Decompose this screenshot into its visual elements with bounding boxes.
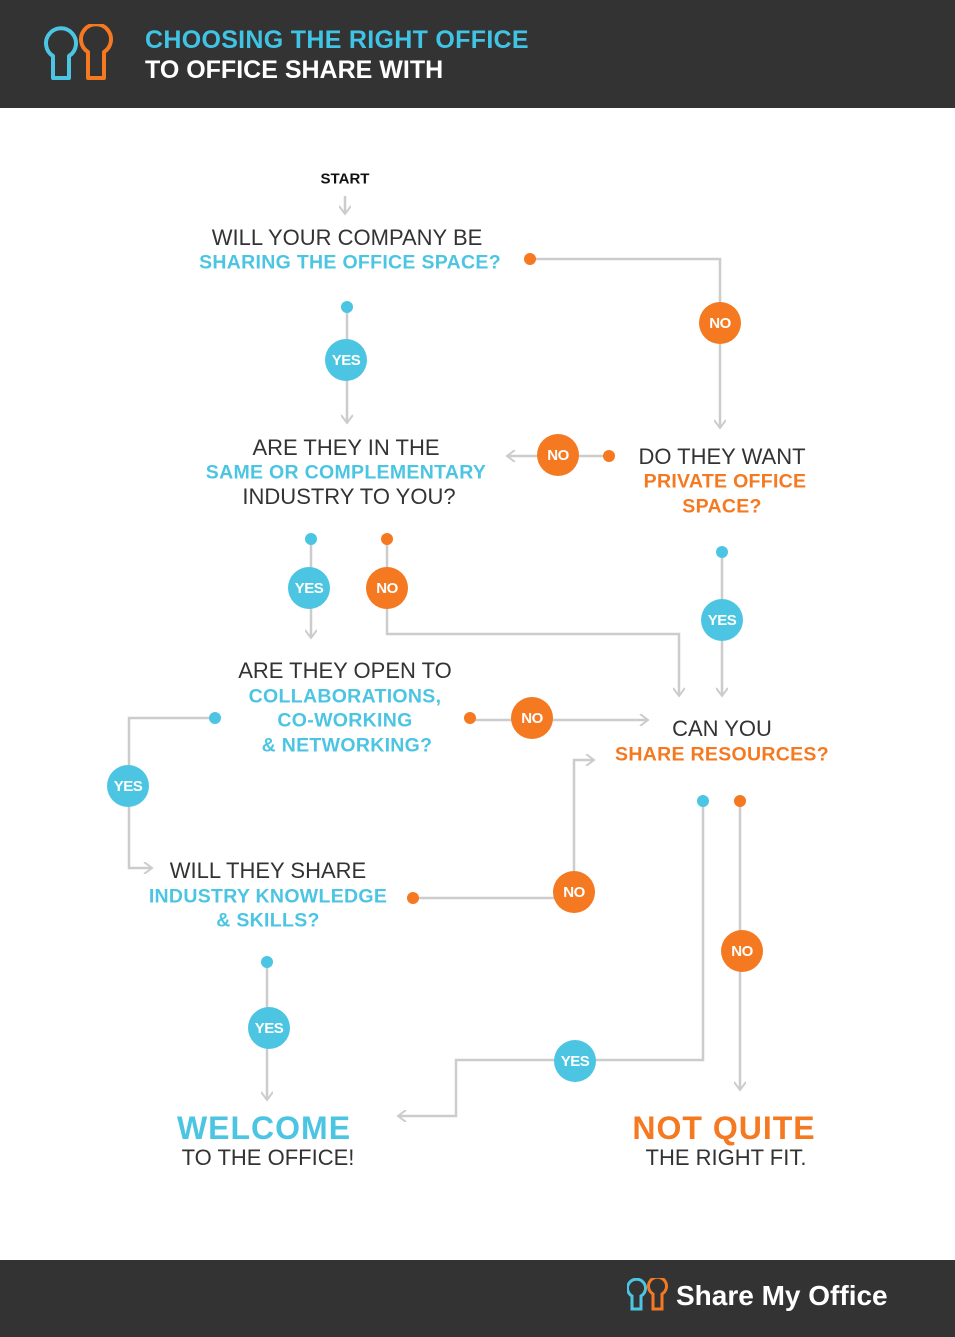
q4-line1: ARE THEY OPEN TO [238, 658, 452, 683]
q6-line1: CAN YOU [672, 716, 772, 741]
not-quite-subtext: THE RIGHT FIT. [645, 1145, 807, 1170]
title-line-1: CHOOSING THE RIGHT OFFICE [145, 26, 529, 54]
no-badge: NO [511, 697, 553, 739]
q1-line1: WILL YOUR COMPANY BE [211, 225, 483, 250]
no-badge: NO [721, 930, 763, 972]
q5-no-line [413, 760, 594, 900]
yes-badge: YES [248, 1007, 290, 1049]
not-quite-heading: NOT QUITE [632, 1110, 816, 1146]
q4-line4: & NETWORKING? [261, 734, 433, 757]
q1-line2: SHARING THE OFFICE SPACE? [199, 251, 501, 274]
yes-badge: YES [288, 567, 330, 609]
q4-line3: CO-WORKING [277, 709, 413, 732]
q1-no-line [530, 257, 720, 428]
yes-badge: YES [325, 339, 367, 381]
keyhole-logo-icon [627, 1278, 668, 1311]
title-line-2: TO OFFICE SHARE WITH [145, 56, 444, 84]
q3-line3: SPACE? [682, 495, 762, 518]
q2-line3: INDUSTRY TO YOU? [242, 484, 456, 509]
welcome-heading: WELCOME [176, 1110, 352, 1146]
no-badge: NO [553, 871, 595, 913]
no-badge: NO [699, 302, 741, 344]
footer-bar [0, 1260, 955, 1337]
start-label: START [320, 170, 370, 188]
q6-yes-line [398, 801, 705, 1116]
q6-line2: SHARE RESOURCES? [615, 743, 829, 766]
yes-badge: YES [701, 599, 743, 641]
q5-line3: & SKILLS? [216, 909, 320, 932]
yes-badge: YES [107, 765, 149, 807]
yes-badge: YES [554, 1040, 596, 1082]
no-badge: NO [537, 434, 579, 476]
q2-line2: SAME OR COMPLEMENTARY [205, 461, 487, 484]
q4-line2: COLLABORATIONS, [248, 685, 442, 708]
q3-line2: PRIVATE OFFICE [643, 470, 807, 493]
welcome-subtext: TO THE OFFICE! [181, 1145, 355, 1170]
keyhole-logo-icon [44, 24, 113, 80]
q2-line1: ARE THEY IN THE [252, 435, 440, 460]
q5-line1: WILL THEY SHARE [169, 858, 367, 883]
header-bar: CHOOSING THE RIGHT OFFICE TO OFFICE SHAR… [0, 0, 955, 108]
q5-line2: INDUSTRY KNOWLEDGE [148, 885, 388, 908]
q3-line1: DO THEY WANT [638, 444, 806, 469]
brand-name: Share My Office [676, 1280, 888, 1311]
no-badge: NO [366, 567, 408, 609]
